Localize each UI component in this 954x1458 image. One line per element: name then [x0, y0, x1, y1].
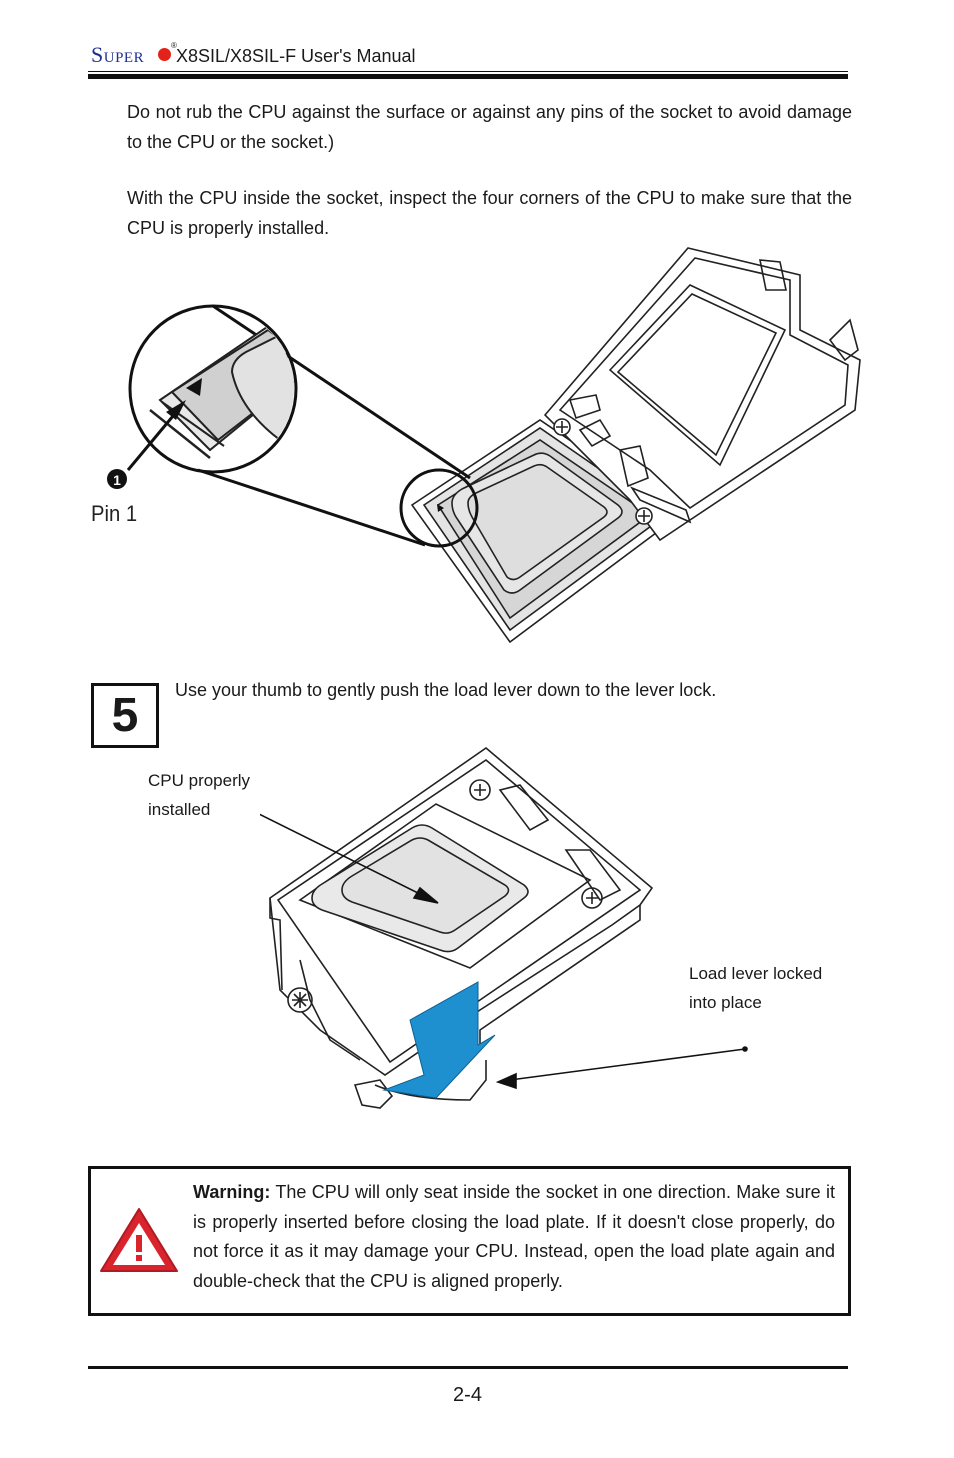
warning-text: Warning: The CPU will only seat inside t… [193, 1178, 835, 1296]
label-cpu-installed-line1: CPU properly [148, 771, 251, 790]
brand-logo: Super [91, 42, 145, 67]
callout-circle-icon [107, 469, 127, 489]
push-arrow-icon [382, 981, 496, 1099]
label-lever-locked-line2: into place [689, 993, 762, 1012]
registered-mark: ® [171, 41, 177, 50]
footer-rule [88, 1366, 848, 1369]
figure-load-lever-locked [260, 746, 748, 1109]
label-lever-locked-line1: Load lever locked [689, 964, 823, 983]
header-rule-thin [88, 71, 848, 72]
warning-title: Warning: [193, 1182, 271, 1202]
step-instruction: Use your thumb to gently push the load l… [175, 680, 717, 700]
callout-number: 1 [113, 472, 121, 488]
label-cpu-installed-line2: installed [148, 800, 211, 819]
manual-title: X8SIL/X8SIL-F User's Manual [176, 46, 416, 66]
paragraph-inspect-cpu: With the CPU inside the socket, inspect … [127, 188, 852, 238]
step-number: 5 [111, 689, 139, 742]
paragraph-cpu-caution: Do not rub the CPU against the surface o… [127, 102, 852, 152]
warning-body: The CPU will only seat inside the socket… [193, 1182, 835, 1291]
header-rule-thick [88, 74, 848, 79]
brand-dot-icon [158, 48, 171, 61]
page-number: 2-4 [453, 1384, 482, 1406]
warning-triangle-icon [100, 1208, 178, 1272]
step-number-box: 5 [91, 683, 159, 748]
warning-box [88, 1166, 851, 1316]
figure-cpu-socket-pin1: 1 Pin 1 [91, 247, 861, 644]
pin1-label: Pin 1 [91, 502, 137, 526]
